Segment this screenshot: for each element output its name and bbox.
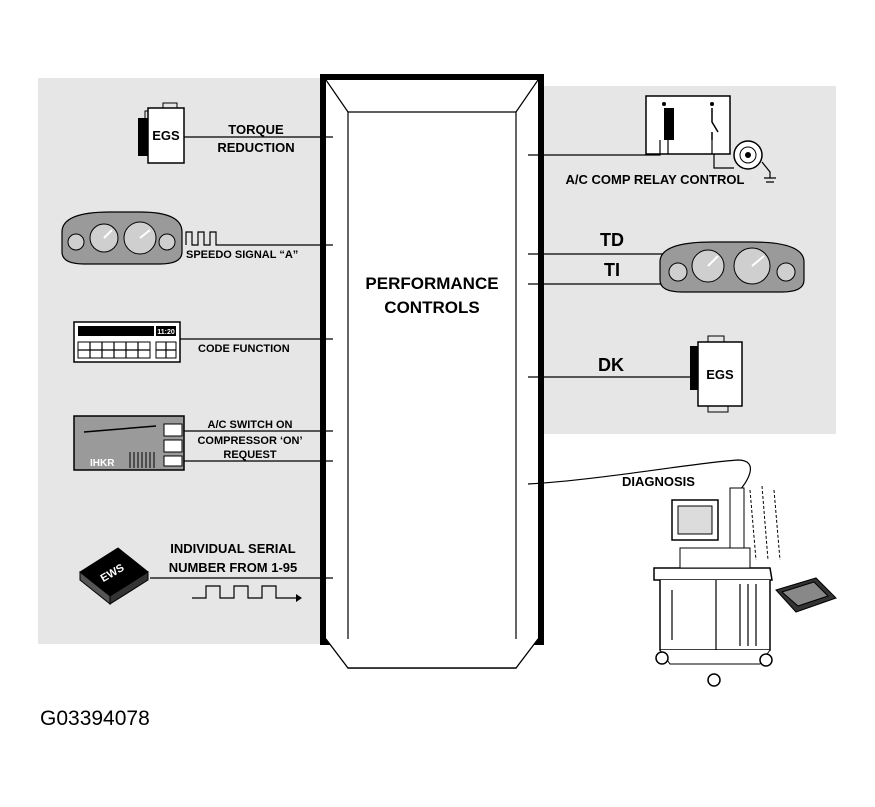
egs-module-icon: EGS xyxy=(138,102,185,164)
ac-label-3: REQUEST xyxy=(223,449,276,461)
instrument-cluster-icon-right xyxy=(659,241,805,293)
egs-module-icon-right: EGS xyxy=(690,335,743,413)
serial-square-wave xyxy=(192,585,296,599)
dk-label: DK xyxy=(598,355,624,375)
performance-controls-module: PERFORMANCE CONTROLS xyxy=(320,74,544,669)
radio-unit-icon: 11:20 xyxy=(73,321,181,363)
speedo-square-wave xyxy=(185,231,224,246)
relay-line xyxy=(528,140,661,156)
serial-label-2: NUMBER FROM 1-95 xyxy=(169,560,298,575)
compressor-clutch-icon xyxy=(713,140,776,183)
instrument-cluster-icon-left xyxy=(61,211,183,265)
torque-label-2: REDUCTION xyxy=(217,140,294,155)
ihkr-label: IHKR xyxy=(90,458,115,469)
diagnostic-tester-cart-icon xyxy=(653,485,837,687)
diagnosis-label: DIAGNOSIS xyxy=(622,474,695,489)
module-title-line1: PERFORMANCE xyxy=(365,274,498,293)
relay-label: A/C COMP RELAY CONTROL xyxy=(566,172,745,187)
ac-label-2: COMPRESSOR ‘ON’ xyxy=(197,435,302,447)
code-label: CODE FUNCTION xyxy=(198,343,290,355)
egs-label-left: EGS xyxy=(152,128,180,143)
module-title-line2: CONTROLS xyxy=(384,298,479,317)
serial-arrow-head xyxy=(296,594,302,602)
relay-icon xyxy=(645,95,731,155)
figure-id: G03394078 xyxy=(40,707,150,730)
speedo-label: SPEEDO SIGNAL “A” xyxy=(186,249,298,261)
diagnosis-cable xyxy=(527,459,751,493)
ac-label-1: A/C SWITCH ON xyxy=(208,419,293,431)
ews-module-icon: EWS xyxy=(79,547,149,606)
ti-label: TI xyxy=(604,260,620,280)
radio-time: 11:20 xyxy=(157,329,175,336)
egs-label-right: EGS xyxy=(706,367,734,382)
td-label: TD xyxy=(600,230,624,250)
torque-label-1: TORQUE xyxy=(228,122,284,137)
ihkr-unit-icon: IHKR xyxy=(73,415,185,471)
serial-label-1: INDIVIDUAL SERIAL xyxy=(170,541,295,556)
